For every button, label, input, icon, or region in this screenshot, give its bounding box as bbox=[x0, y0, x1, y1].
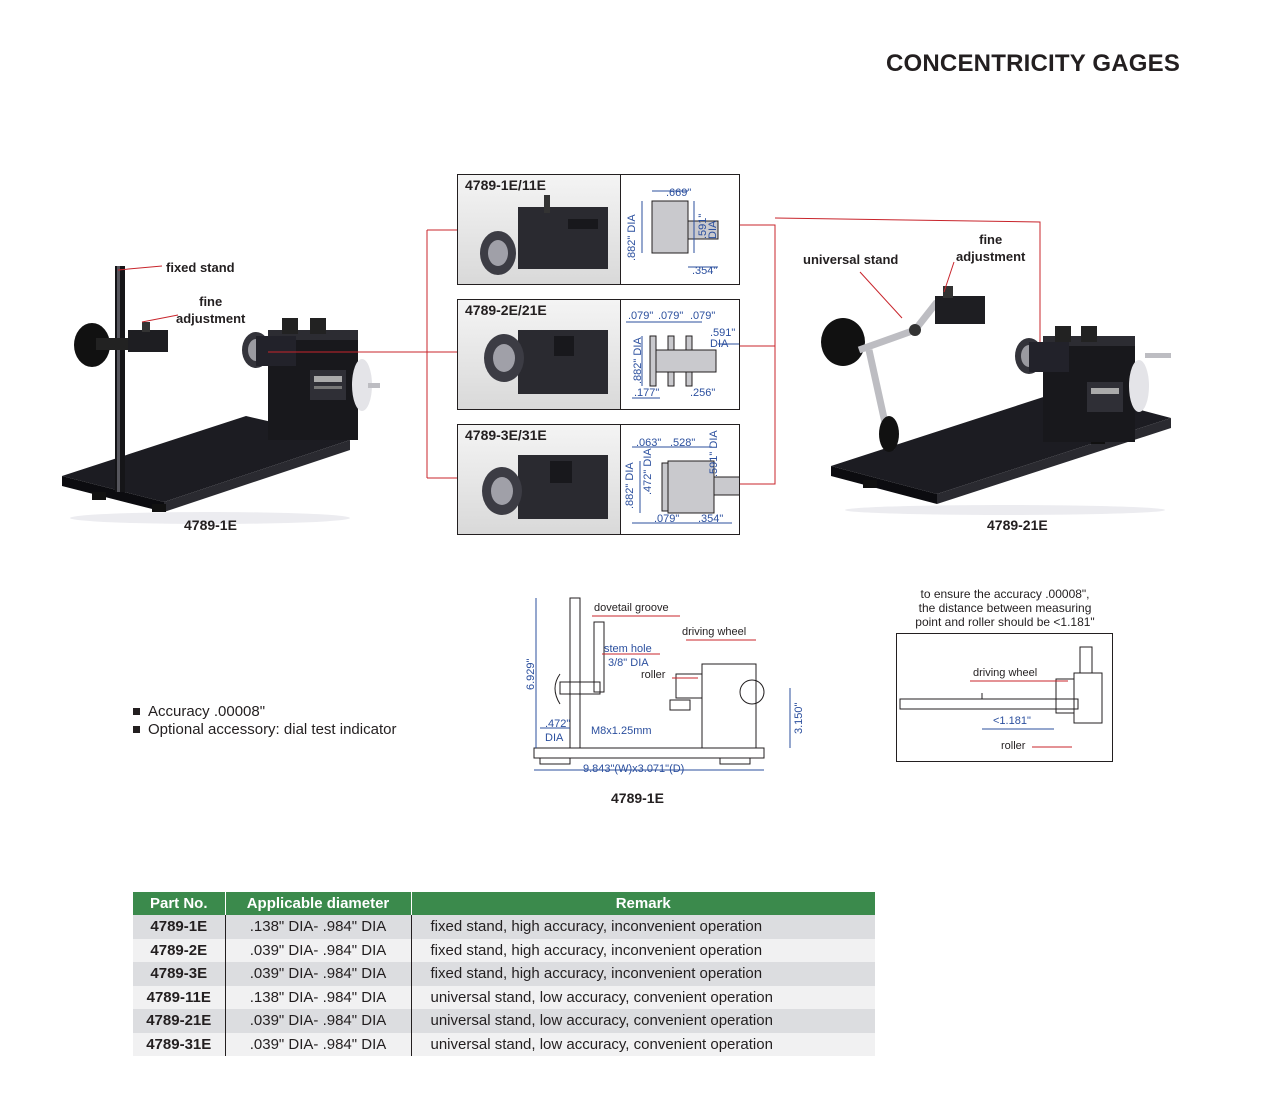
part-number: 4789-3E bbox=[133, 962, 226, 986]
applicable-diameter: .039" DIA- .984" DIA bbox=[225, 1009, 412, 1033]
dim-label: .669" bbox=[666, 187, 692, 199]
panel-4789-2e-21e: 4789-2E/21E .079" .079" .079" .591" DIA … bbox=[457, 299, 740, 410]
dim-label: .591" DIA bbox=[710, 327, 736, 350]
part-number: 4789-31E bbox=[133, 1032, 226, 1056]
left-model-label: 4789-1E bbox=[184, 517, 237, 533]
fixed-stand-gage-image bbox=[62, 266, 380, 524]
table-row: 4789-21E .039" DIA- .984" DIA universal … bbox=[133, 1009, 875, 1033]
remark: fixed stand, high accuracy, inconvenient… bbox=[411, 915, 875, 939]
remark: fixed stand, high accuracy, inconvenient… bbox=[411, 962, 875, 986]
panel-title: 4789-3E/31E bbox=[465, 427, 547, 443]
applicable-diameter: .039" DIA- .984" DIA bbox=[225, 938, 412, 962]
base-height-label: 3.150" bbox=[793, 702, 805, 734]
dim-label: .079" bbox=[628, 310, 654, 322]
applicable-diameter: .138" DIA- .984" DIA bbox=[225, 915, 412, 939]
right-model-label: 4789-21E bbox=[987, 517, 1048, 533]
applicable-diameter: .138" DIA- .984" DIA bbox=[225, 985, 412, 1009]
table-row: 4789-2E .039" DIA- .984" DIA fixed stand… bbox=[133, 938, 875, 962]
header-applicable-diameter: Applicable diameter bbox=[225, 892, 412, 915]
remark: universal stand, low accuracy, convenien… bbox=[411, 985, 875, 1009]
accuracy-diagram bbox=[896, 633, 1113, 762]
driving-wheel-label: driving wheel bbox=[682, 626, 747, 638]
table-header-row: Part No. Applicable diameter Remark bbox=[133, 892, 875, 915]
dimension-drawing bbox=[626, 321, 739, 399]
right-fine-adjustment-label: fine adjustment bbox=[956, 232, 1026, 264]
applicable-diameter: .039" DIA- .984" DIA bbox=[225, 962, 412, 986]
panel-4789-3e-31e: 4789-3E/31E .063" .528" .591" DIA .882" … bbox=[457, 424, 740, 535]
universal-stand-gage-image bbox=[821, 286, 1171, 515]
dim-label: .079" bbox=[690, 310, 716, 322]
drawing-model-label: 4789-1E bbox=[611, 790, 664, 806]
accuracy-driving-wheel-label: driving wheel bbox=[973, 667, 1038, 679]
accuracy-distance-label: <1.181" bbox=[993, 715, 1031, 727]
feature-item: Optional accessory: dial test indicator bbox=[133, 721, 396, 739]
dim-label: .354" bbox=[698, 513, 724, 525]
table-row: 4789-1E .138" DIA- .984" DIA fixed stand… bbox=[133, 915, 875, 939]
thread-label: M8x1.25mm bbox=[591, 725, 652, 737]
panel-title: 4789-2E/21E bbox=[465, 302, 547, 318]
header-remark: Remark bbox=[411, 892, 875, 915]
panel-title: 4789-1E/11E bbox=[465, 177, 546, 193]
feature-list: Accuracy .00008" Optional accessory: dia… bbox=[133, 703, 396, 739]
dim-label: .177" bbox=[634, 387, 660, 399]
dim-label: .528" bbox=[670, 437, 696, 449]
dovetail-groove-label: dovetail groove bbox=[594, 602, 669, 614]
fine-adjustment-label: fine adjustment bbox=[176, 294, 246, 326]
rod-dia-label: .472" bbox=[545, 718, 571, 730]
technical-drawing bbox=[533, 597, 791, 771]
header-part-no: Part No. bbox=[133, 892, 226, 915]
dim-label: .079" bbox=[654, 513, 680, 525]
part-number: 4789-2E bbox=[133, 938, 226, 962]
universal-stand-label: universal stand bbox=[803, 252, 899, 267]
roller-label: roller bbox=[641, 669, 666, 681]
roller-head-image bbox=[484, 330, 608, 394]
feature-item: Accuracy .00008" bbox=[133, 703, 396, 721]
accuracy-note-text: to ensure the accuracy .00008", the dist… bbox=[915, 587, 1095, 629]
panel-4789-1e-11e: 4789-1E/11E .669" .591" DIA .882" DIA .3… bbox=[457, 174, 740, 285]
roller-head-image bbox=[480, 195, 608, 275]
dimension-drawing bbox=[632, 446, 739, 524]
remark: fixed stand, high accuracy, inconvenient… bbox=[411, 938, 875, 962]
footprint-label: 9.843"(W)x3.071"(D) bbox=[583, 763, 685, 775]
part-number: 4789-1E bbox=[133, 915, 226, 939]
table-row: 4789-3E .039" DIA- .984" DIA fixed stand… bbox=[133, 962, 875, 986]
spec-table: Part No. Applicable diameter Remark 4789… bbox=[133, 892, 875, 1056]
stem-hole-label: stem hole bbox=[604, 643, 652, 655]
height-label: 6.929" bbox=[525, 658, 537, 690]
fixed-stand-label: fixed stand bbox=[166, 260, 235, 275]
table-row: 4789-31E .039" DIA- .984" DIA universal … bbox=[133, 1032, 875, 1056]
dim-label: .079" bbox=[658, 310, 684, 322]
remark: universal stand, low accuracy, convenien… bbox=[411, 1032, 875, 1056]
dimension-drawing bbox=[641, 190, 719, 268]
rod-dia-unit-label: DIA bbox=[545, 732, 564, 744]
accuracy-roller-label: roller bbox=[1001, 740, 1026, 752]
stem-hole-dia-label: 3/8" DIA bbox=[608, 657, 649, 669]
part-number: 4789-11E bbox=[133, 985, 226, 1009]
roller-head-image bbox=[482, 455, 608, 519]
applicable-diameter: .039" DIA- .984" DIA bbox=[225, 1032, 412, 1056]
dim-label: .256" bbox=[690, 387, 716, 399]
part-number: 4789-21E bbox=[133, 1009, 226, 1033]
page-title: CONCENTRICITY GAGES bbox=[886, 50, 1181, 77]
dim-label: .063" bbox=[636, 437, 662, 449]
dim-label: .354" bbox=[692, 265, 718, 277]
leader-lines bbox=[117, 217, 1041, 485]
remark: universal stand, low accuracy, convenien… bbox=[411, 1009, 875, 1033]
table-row: 4789-11E .138" DIA- .984" DIA universal … bbox=[133, 985, 875, 1009]
